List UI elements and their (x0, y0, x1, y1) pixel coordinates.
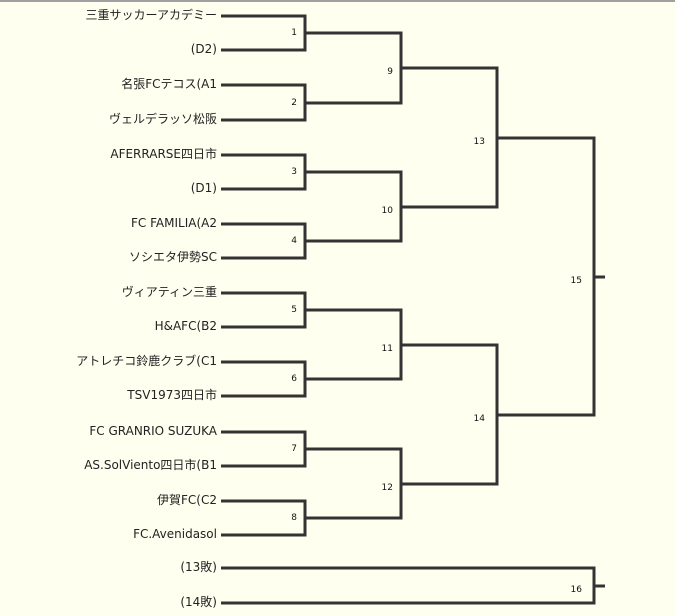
match-number: 12 (381, 483, 393, 493)
match-number: 14 (473, 414, 485, 424)
team-name: 名張FCテコス(A1 (121, 77, 217, 91)
team-name: 伊賀FC(C2 (157, 493, 217, 507)
team-name: 三重サッカーアカデミー (85, 8, 217, 22)
team-name: (13敗) (180, 560, 217, 574)
team-name: TSV1973四日市 (127, 388, 217, 402)
team-name: H&AFC(B2 (154, 319, 217, 333)
match-number: 5 (291, 305, 297, 315)
team-name: ソシエタ伊勢SC (129, 250, 217, 264)
team-name: (14敗) (180, 595, 217, 609)
team-name: アトレチコ鈴鹿クラブ(C1 (76, 354, 217, 368)
team-name: AS.SolViento四日市(B1 (84, 458, 217, 472)
team-name: AFERRARSE四日市 (110, 147, 217, 161)
match-number: 3 (291, 167, 297, 177)
team-name: (D2) (190, 42, 217, 56)
match-number: 8 (291, 513, 297, 523)
team-name: (D1) (190, 181, 217, 195)
match-number: 7 (291, 444, 297, 454)
match-number: 16 (570, 585, 582, 595)
team-name: FC GRANRIO SUZUKA (89, 424, 217, 438)
match-number: 1 (291, 28, 297, 38)
match-number: 4 (291, 236, 297, 246)
team-name: ヴィアティン三重 (121, 285, 217, 299)
match-number: 10 (381, 206, 393, 216)
match-number: 9 (387, 67, 393, 77)
team-name: FC.Avenidasol (133, 527, 217, 541)
match-number: 11 (381, 344, 393, 354)
match-number: 2 (291, 98, 297, 108)
team-name: ヴェルデラッソ松阪 (108, 112, 217, 126)
match-number: 6 (291, 374, 297, 384)
match-number: 13 (473, 137, 485, 147)
match-number: 15 (570, 276, 582, 286)
team-name: FC FAMILIA(A2 (131, 216, 217, 230)
